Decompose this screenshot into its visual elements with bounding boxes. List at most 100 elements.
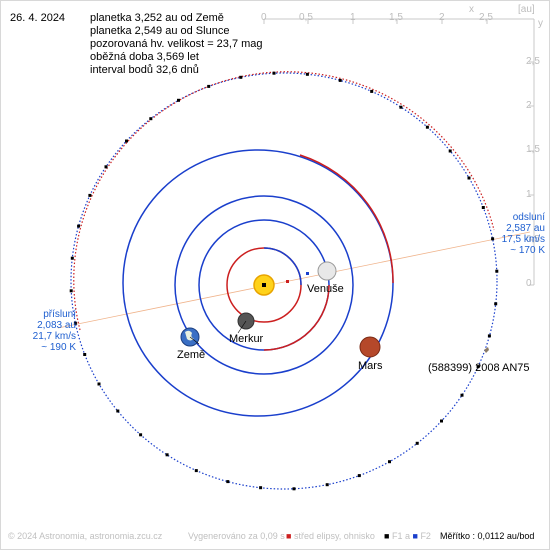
orbit-interval-point bbox=[448, 149, 452, 153]
asteroid-orbit-points bbox=[69, 71, 499, 491]
apsides-line bbox=[57, 231, 531, 329]
y-axis-ticks bbox=[529, 61, 534, 286]
asteroid-icon bbox=[484, 347, 489, 353]
orbit-interval-point bbox=[425, 125, 429, 129]
earth-pointer bbox=[189, 336, 200, 345]
orbit-interval-point bbox=[460, 393, 464, 397]
generated-text: Vygenerováno za 0,09 s bbox=[188, 531, 285, 541]
info-panel: planetka 3,252 au od Země planetka 2,549… bbox=[90, 12, 263, 77]
scale-text: Měřítko : 0,0112 au/bod bbox=[440, 531, 535, 541]
orbit-interval-point bbox=[73, 321, 77, 325]
orbit-interval-point bbox=[325, 483, 329, 487]
axis-unit: [au] bbox=[518, 4, 535, 15]
orbit-interval-point bbox=[292, 487, 296, 491]
orbit-interval-point bbox=[83, 353, 87, 356]
mercury-pointer bbox=[237, 320, 247, 334]
sun-focus-marker bbox=[262, 283, 266, 287]
orbit-interval-point bbox=[239, 75, 243, 79]
aphelion-label: odsluní 2,587 au 17,5 km/s ~ 170 K bbox=[495, 212, 545, 256]
asteroid-orbit-front bbox=[73, 71, 495, 331]
legend-center-text: střed elipsy, ohnisko bbox=[293, 531, 375, 541]
perihelion-temp: ~ 190 K bbox=[41, 342, 76, 353]
perihelion-label: přísluní 2,083 au 21,7 km/s ~ 190 K bbox=[22, 309, 76, 353]
orbit-interval-point bbox=[491, 237, 495, 241]
x-tick: 1 bbox=[350, 12, 356, 23]
y-axis-letter: y bbox=[538, 18, 543, 29]
orbit-interval-point bbox=[494, 302, 498, 306]
venus-icon bbox=[317, 261, 337, 281]
orbit-interval-point bbox=[467, 176, 471, 180]
orbit-interval-point bbox=[305, 72, 309, 76]
orbit-interval-point bbox=[69, 289, 73, 293]
perihelion-title: přísluní bbox=[43, 309, 76, 320]
x-tick: 2 bbox=[439, 12, 445, 23]
info-period: oběžná doba 3,569 let bbox=[90, 51, 199, 63]
perihelion-speed: 21,7 km/s bbox=[32, 331, 76, 342]
legend-center: ■ střed elipsy, ohnisko bbox=[286, 531, 375, 541]
focus-f2-marker bbox=[306, 272, 309, 275]
y-tick: 1,5 bbox=[526, 144, 540, 155]
mars-orbit-front bbox=[299, 154, 394, 284]
aphelion-distance: 2,587 au bbox=[506, 223, 545, 234]
legend-foci: ■ F1 a ■ F2 bbox=[384, 531, 431, 541]
y-tick: 1 bbox=[526, 189, 532, 200]
orbit-interval-point bbox=[388, 460, 391, 464]
orbit-interval-point bbox=[487, 334, 491, 338]
x-axis-letter: x bbox=[469, 4, 474, 15]
orbit-interval-point bbox=[226, 480, 230, 484]
orbit-interval-point bbox=[70, 256, 74, 260]
orbit-interval-point bbox=[440, 419, 443, 423]
venus-orbit-front bbox=[263, 284, 330, 351]
y-tick: 0 bbox=[526, 278, 532, 289]
earth-label: Země bbox=[177, 349, 206, 361]
orbit-interval-point bbox=[207, 84, 211, 88]
aphelion-temp: ~ 170 K bbox=[510, 245, 545, 256]
orbit-interval-point bbox=[104, 165, 108, 169]
x-tick: 0 bbox=[261, 12, 267, 23]
x-tick: 1,5 bbox=[389, 12, 403, 23]
orbit-interval-point bbox=[149, 117, 153, 121]
orbit-interval-point bbox=[97, 382, 101, 386]
ellipse-center-marker bbox=[286, 280, 289, 283]
orbit-interval-point bbox=[357, 474, 361, 478]
orbit-interval-point bbox=[495, 269, 499, 273]
perihelion-distance: 2,083 au bbox=[37, 320, 76, 331]
orbit-interval-point bbox=[338, 78, 342, 82]
orbit-interval-point bbox=[77, 224, 81, 228]
orbit-interval-point bbox=[177, 98, 180, 102]
orbit-interval-point bbox=[481, 206, 485, 209]
orbit-interval-point bbox=[88, 193, 92, 197]
orbit-interval-point bbox=[259, 486, 263, 490]
x-axis-ticks bbox=[263, 19, 488, 24]
orbit-interval-point bbox=[272, 71, 276, 75]
y-tick: 0,5 bbox=[526, 234, 540, 245]
earth-orbit bbox=[174, 195, 354, 375]
info-sun-distance: planetka 2,549 au od Slunce bbox=[90, 25, 230, 37]
x-tick: 0,5 bbox=[299, 12, 313, 23]
mars-label: Mars bbox=[358, 360, 383, 372]
asteroid-orbit bbox=[70, 72, 498, 490]
orbit-interval-point bbox=[165, 453, 169, 457]
asteroid-label: (588399) 2008 AN75 bbox=[428, 362, 530, 374]
mercury-orbit-back bbox=[263, 247, 302, 286]
orbit-interval-point bbox=[116, 409, 120, 413]
y-tick: 2 bbox=[526, 100, 532, 111]
copyright-text: © 2024 Astronomia, astronomia.zcu.cz bbox=[8, 531, 163, 541]
orbit-interval-point bbox=[370, 89, 374, 93]
aphelion-title: odsluní bbox=[512, 212, 545, 223]
y-tick: 2,5 bbox=[526, 56, 540, 67]
info-interval: interval bodů 32,6 dnů bbox=[90, 64, 199, 76]
orbit-interval-point bbox=[415, 441, 419, 445]
orbit-interval-point bbox=[125, 139, 128, 143]
x-tick: 2,5 bbox=[479, 12, 493, 23]
info-earth-distance: planetka 3,252 au od Země bbox=[90, 12, 224, 24]
aphelion-speed: 17,5 km/s bbox=[501, 234, 545, 245]
orbit-interval-point bbox=[194, 469, 198, 473]
mars-icon bbox=[359, 336, 381, 358]
mercury-label: Merkur bbox=[229, 333, 264, 345]
venus-label: Venuše bbox=[307, 283, 344, 295]
orbit-interval-point bbox=[139, 433, 143, 437]
orbit-interval-point bbox=[476, 365, 480, 369]
legend-foci-b-text: F2 bbox=[420, 531, 431, 541]
info-magnitude: pozorovaná hv. velikost = 23,7 mag bbox=[90, 38, 263, 50]
